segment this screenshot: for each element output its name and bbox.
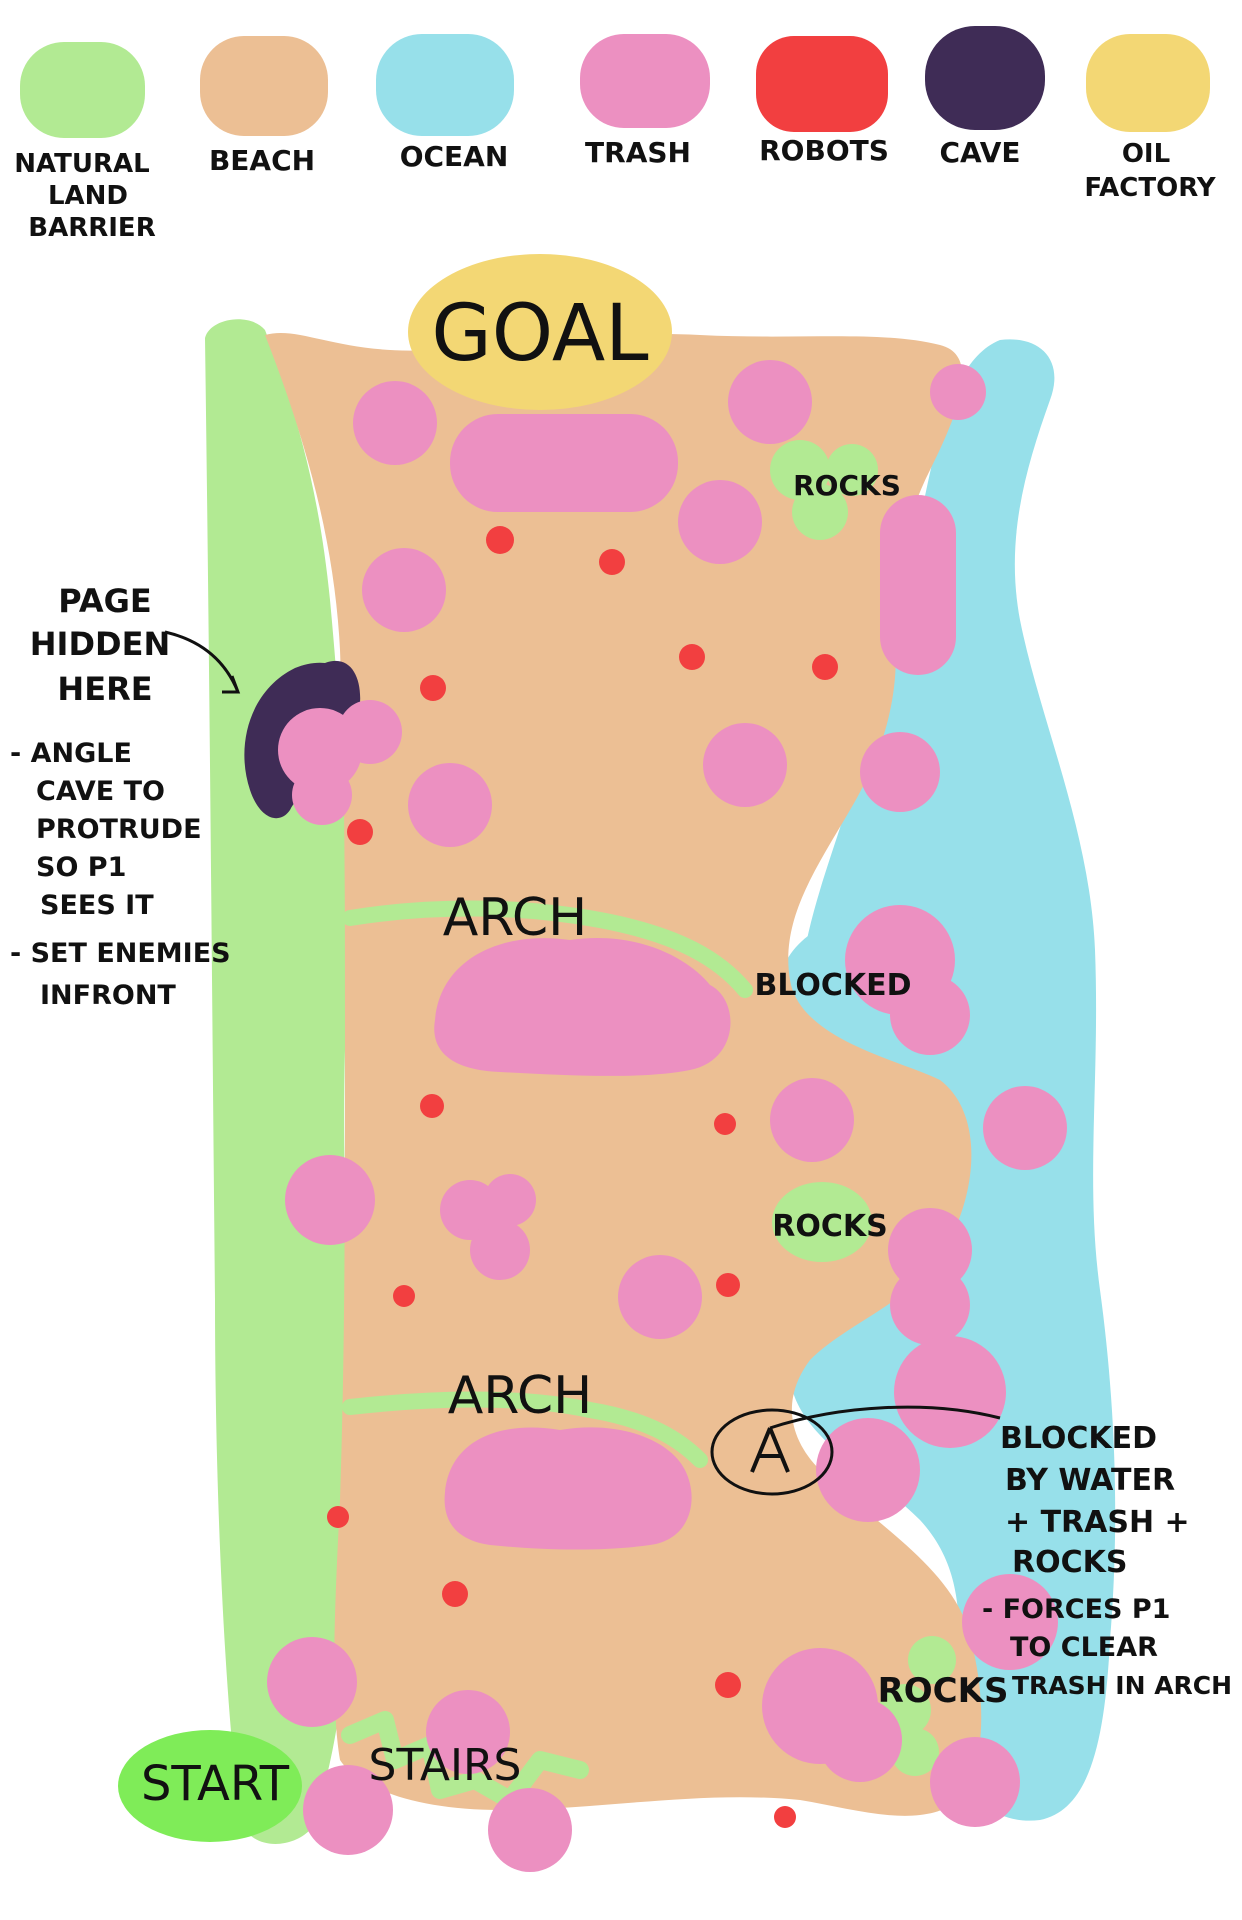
water-note-line-2: BY WATER (1005, 1463, 1175, 1498)
arch-lower-barrier (342, 1391, 708, 1468)
rocks-middle-label: ROCKS (772, 1209, 887, 1244)
rocks-upper-label: ROCKS (793, 469, 901, 502)
robots (327, 526, 838, 1828)
legend-label-barrier-2: LAND (48, 181, 128, 211)
legend-item-ocean: OCEAN (376, 34, 514, 173)
legend-label-barrier-1: NATURAL (14, 149, 149, 179)
cave-bullet-1-line-5: SEES IT (40, 890, 154, 921)
legend-label-beach: BEACH (209, 144, 315, 177)
legend-swatch-robots (756, 36, 888, 132)
rocks-middle (772, 1182, 872, 1262)
legend-label-barrier-3: BARRIER (28, 213, 155, 243)
legend-swatch-beach (200, 36, 328, 136)
legend-item-trash: TRASH (580, 34, 710, 169)
legend-swatch-trash (580, 34, 710, 128)
legend: NATURAL LAND BARRIER BEACH OCEAN TRASH R… (14, 26, 1217, 243)
legend-item-oil-factory: OIL FACTORY (1084, 34, 1217, 203)
cave-note-line-2: HIDDEN (30, 625, 170, 663)
blocked-label: BLOCKED (754, 968, 911, 1003)
arch-upper-label: ARCH (443, 888, 588, 948)
legend-swatch-ocean (376, 34, 514, 136)
legend-swatch-oil-factory (1086, 34, 1210, 132)
legend-swatch-barrier (20, 42, 145, 138)
cave-bullet-1-line-3: PROTRUDE (36, 814, 202, 845)
legend-label-trash: TRASH (585, 136, 691, 169)
rocks-lower-label: ROCKS (878, 1671, 1009, 1711)
water-block-note: BLOCKED BY WATER + TRASH + ROCKS - FORCE… (982, 1421, 1232, 1700)
cave-bullet-1-line-1: - ANGLE (10, 738, 132, 769)
rocks-upper (770, 440, 878, 540)
arch-lower-label: ARCH (448, 1366, 593, 1426)
blocked-marker (710, 1405, 1001, 1496)
cave-note-line-1: PAGE (58, 582, 151, 620)
goal-oil-factory (408, 254, 672, 410)
water-bullet-line-1: - FORCES P1 (982, 1594, 1170, 1625)
arch-upper-barrier (342, 900, 753, 998)
cave-note-arrow (164, 630, 241, 694)
water-note-line-3: + TRASH + (1005, 1505, 1190, 1540)
goal-label: GOAL (431, 289, 649, 379)
legend-item-cave: CAVE (925, 26, 1045, 169)
legend-item-natural-land-barrier: NATURAL LAND BARRIER (14, 42, 156, 243)
legend-swatch-cave (925, 26, 1045, 130)
cave-bullet-1-line-2: CAVE TO (36, 776, 165, 807)
cave-bullet-2-line-1: - SET ENEMIES (10, 938, 231, 969)
legend-label-ocean: OCEAN (400, 140, 509, 173)
cave-note: PAGE HIDDEN HERE - ANGLE CAVE TO PROTRUD… (10, 582, 231, 1011)
trash-piles (267, 360, 1067, 1872)
stairs-barrier (341, 1711, 589, 1809)
legend-item-robots: ROBOTS (756, 36, 889, 167)
legend-item-beach: BEACH (200, 36, 328, 177)
water-note-line-1: BLOCKED (1000, 1421, 1157, 1456)
stairs-label: STAIRS (369, 1740, 522, 1791)
cave-bullet-2-line-2: INFRONT (40, 980, 176, 1011)
start-area (118, 1730, 302, 1842)
start-label: START (141, 1756, 290, 1812)
cave-bullet-1-line-4: SO P1 (36, 852, 126, 883)
legend-label-oil-factory-1: OIL (1122, 139, 1170, 169)
legend-label-oil-factory-2: FACTORY (1084, 173, 1216, 203)
water-bullet-line-3: TRASH IN ARCH (1012, 1671, 1232, 1700)
blocked-marker-pointer (769, 1405, 1001, 1430)
water-bullet-line-2: TO CLEAR (1010, 1632, 1158, 1663)
legend-label-robots: ROBOTS (759, 134, 889, 167)
legend-label-cave: CAVE (939, 136, 1020, 169)
water-note-line-4: ROCKS (1012, 1545, 1127, 1580)
cave-note-line-3: HERE (57, 670, 152, 708)
